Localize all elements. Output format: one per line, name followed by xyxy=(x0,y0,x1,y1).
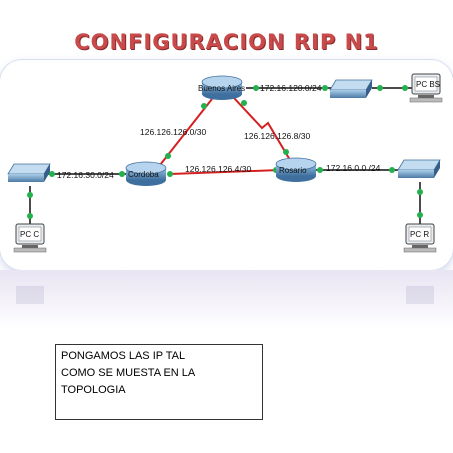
switch-c[interactable] xyxy=(7,163,51,182)
note-line: COMO SE MUESTA EN LA xyxy=(61,367,196,379)
status-dot xyxy=(49,171,55,177)
network-label-cordoba-rosario: 126.126.126.4/30 xyxy=(185,164,251,174)
router-label-rosario: Rosario xyxy=(279,166,307,175)
status-dot xyxy=(389,167,395,173)
router-cordoba[interactable] xyxy=(125,161,167,186)
status-dot xyxy=(377,85,383,91)
pc-label-bs: PC BS xyxy=(416,80,440,89)
pc-label-r: PC R xyxy=(410,230,429,239)
status-dot xyxy=(402,85,408,91)
router-buenos-aires[interactable] xyxy=(201,75,243,100)
router-rosario[interactable] xyxy=(275,157,317,182)
link-ba-rosario xyxy=(233,97,291,161)
status-dot xyxy=(322,85,328,91)
pc-bs[interactable] xyxy=(409,73,443,103)
topology-reflection xyxy=(0,270,453,330)
switch-bs[interactable] xyxy=(329,79,373,98)
reflected-pc-labels xyxy=(16,286,434,304)
note-line: TOPOLOGIA xyxy=(61,384,126,396)
pc-r[interactable] xyxy=(403,223,437,253)
instruction-note: PONGAMOS LAS IP TAL COMO SE MUESTA EN LA… xyxy=(55,344,263,420)
status-dot xyxy=(165,153,171,159)
link-cordoba-rosario xyxy=(169,169,281,175)
network-label-rosario-lan: 172.16.0.0 /24 xyxy=(326,163,381,173)
links xyxy=(29,87,421,224)
status-dot xyxy=(241,100,247,106)
network-label-ba-cordoba: 126.126.126.0/30 xyxy=(140,127,206,137)
status-dot xyxy=(27,213,33,219)
status-dot xyxy=(201,103,207,109)
status-dot xyxy=(417,212,423,218)
switch-r[interactable] xyxy=(397,159,441,178)
note-line: PONGAMOS LAS IP TAL xyxy=(61,350,186,362)
status-dot xyxy=(283,149,289,155)
network-label-cordoba-lan: 172.16.30.0/24 xyxy=(57,170,114,180)
pc-c[interactable] xyxy=(13,223,47,253)
status-dot xyxy=(167,171,173,177)
network-label-bs-lan: 172.16.120.0/24 xyxy=(260,83,322,93)
link-status-dots xyxy=(27,85,423,219)
pc-label-c: PC C xyxy=(20,230,39,239)
router-label-cordoba: Cordoba xyxy=(128,170,159,179)
slide-title: CONFIGURACION RIP N1 xyxy=(74,30,379,54)
topology-diagram: Buenos Aires Cordoba Rosario PC BS PC C … xyxy=(7,73,443,304)
status-dot xyxy=(253,85,259,91)
network-label-ba-rosario: 126.126.126.8/30 xyxy=(244,131,310,141)
status-dot xyxy=(119,171,125,177)
status-dot xyxy=(27,192,33,198)
status-dot xyxy=(317,167,323,173)
status-dot xyxy=(417,189,423,195)
router-label-buenos-aires: Buenos Aires xyxy=(198,84,245,93)
